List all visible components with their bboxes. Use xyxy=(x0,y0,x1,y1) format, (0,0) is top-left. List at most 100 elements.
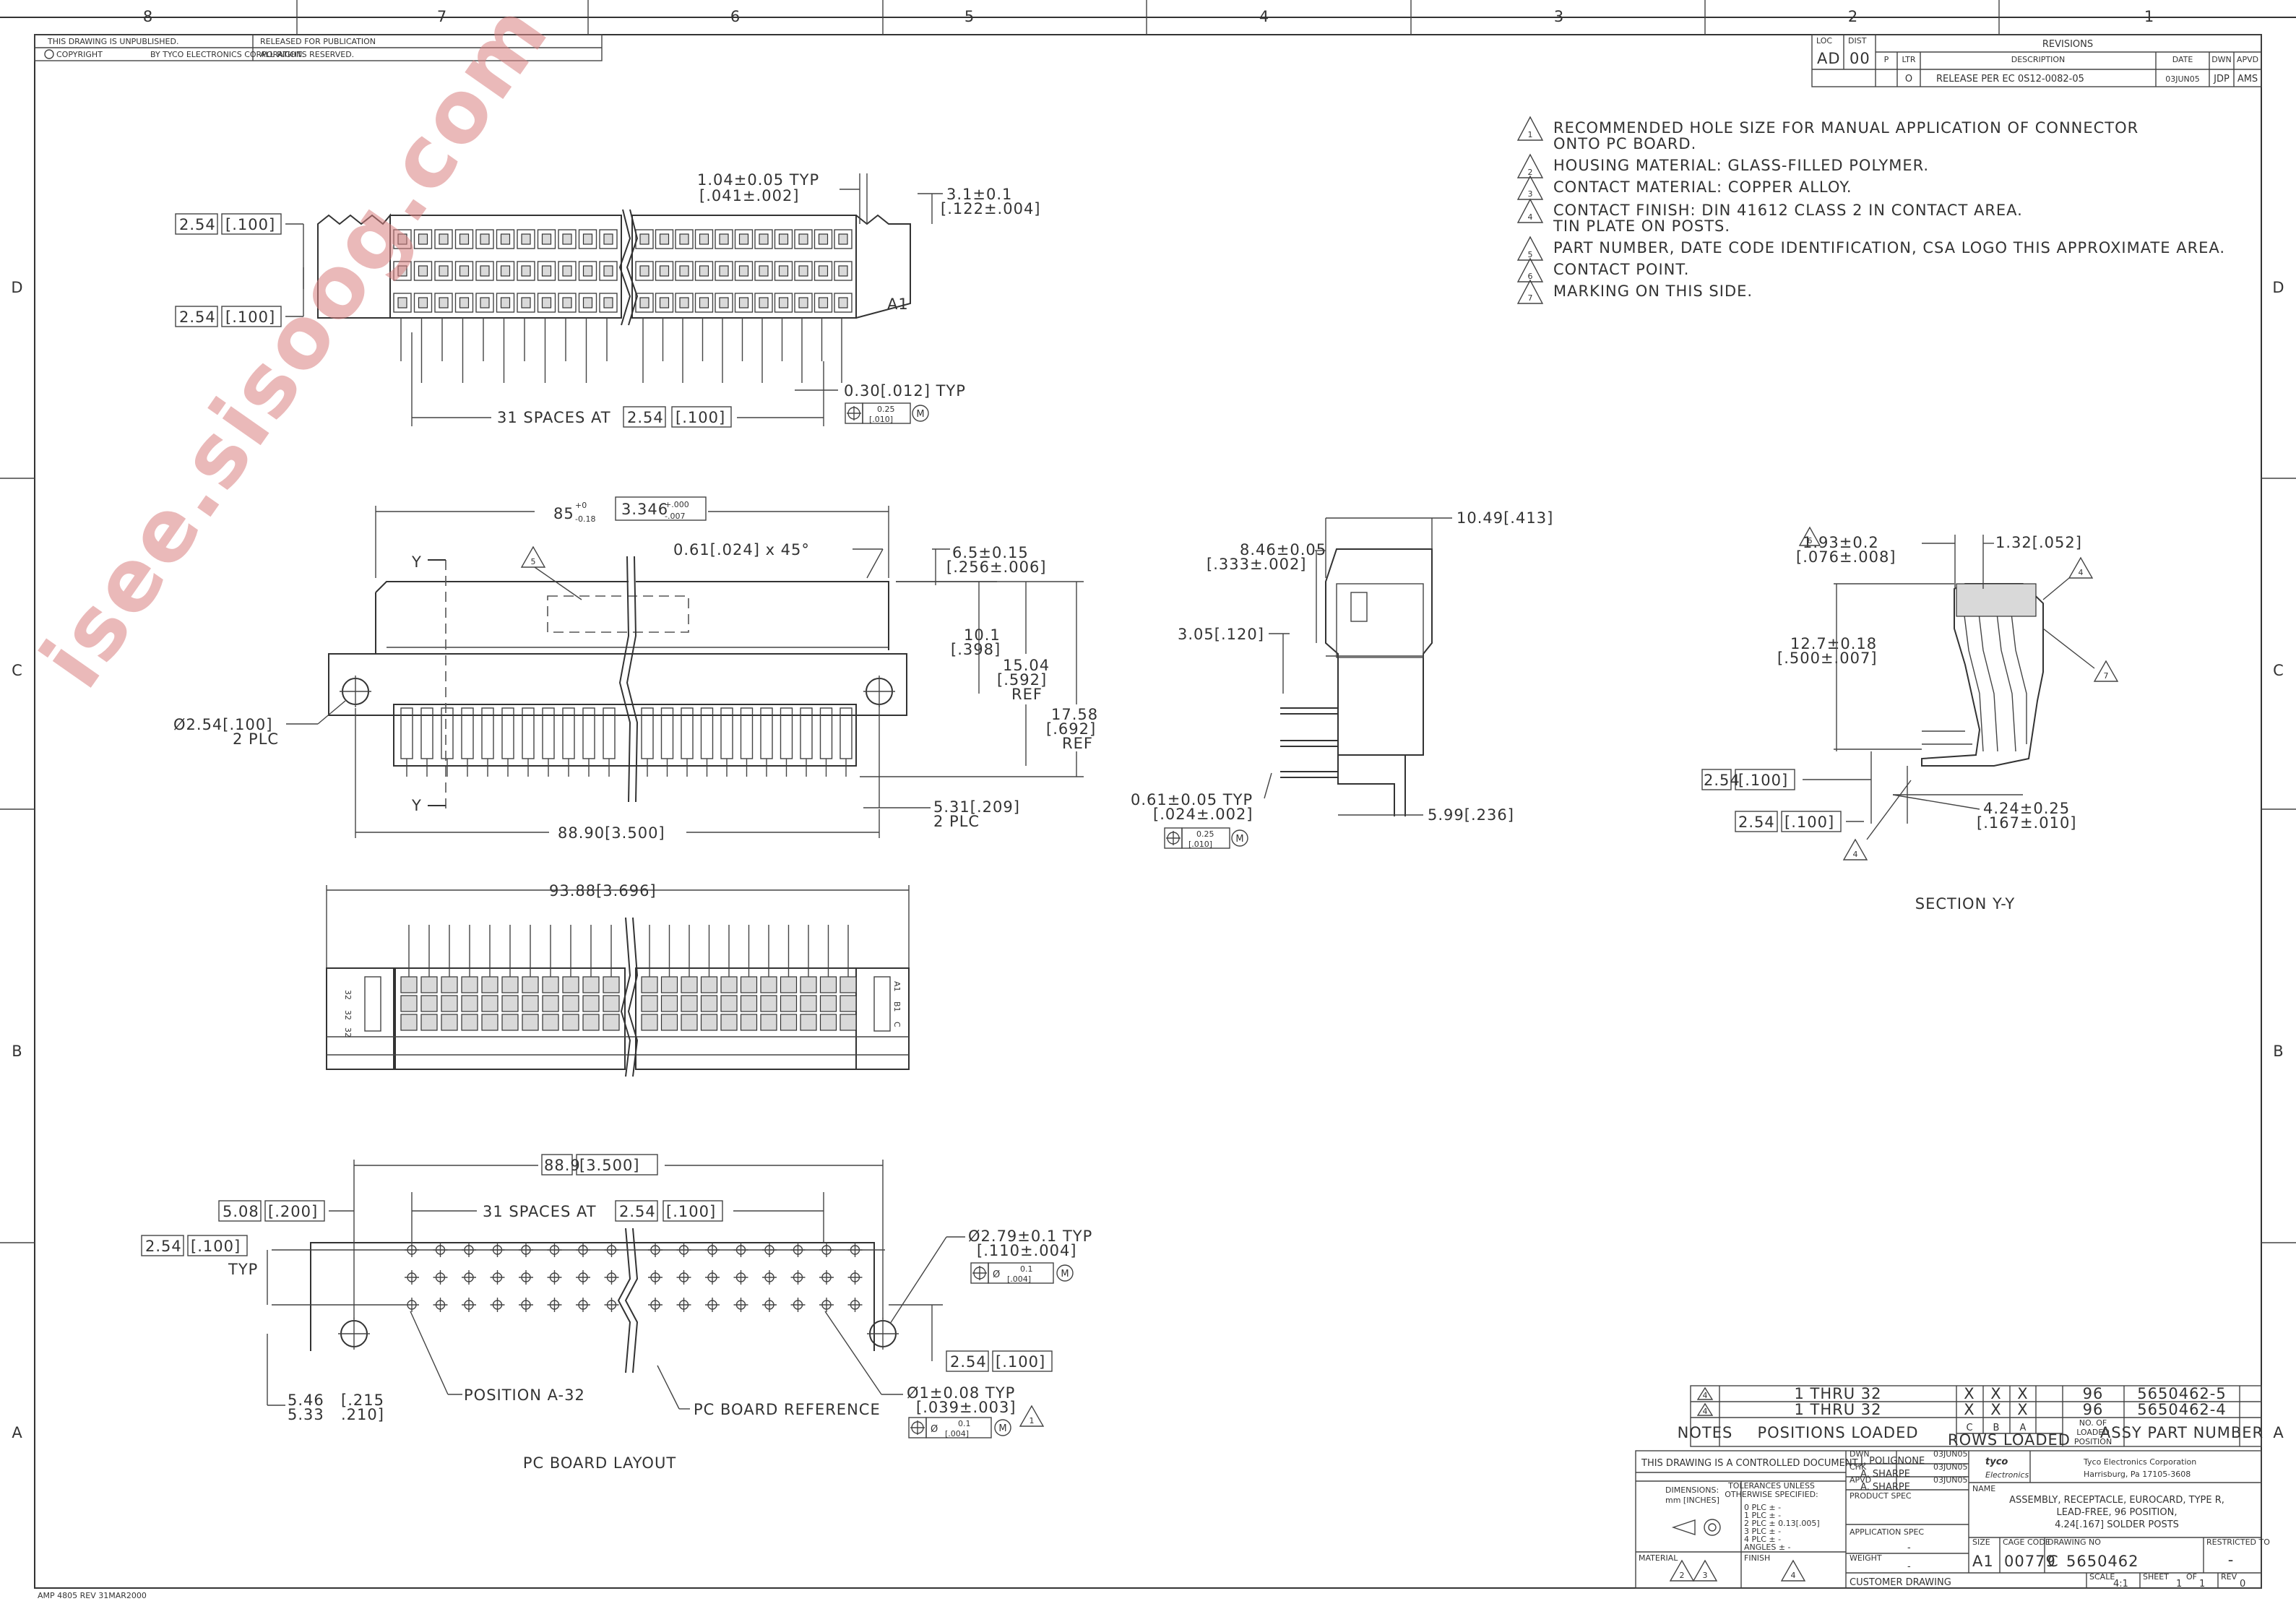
pcb-w889: 88.9 xyxy=(544,1157,581,1174)
tb-sheets: 1 xyxy=(2199,1579,2205,1589)
bottom-contact xyxy=(441,976,458,993)
contact-cell-core xyxy=(659,233,670,245)
note-text: ONTO PC BOARD. xyxy=(1553,135,1696,152)
front-h101: 10.1 xyxy=(964,626,1001,644)
contact-cell xyxy=(734,229,754,249)
contact-cell xyxy=(558,293,577,313)
bottom-contact xyxy=(461,995,478,1012)
svg-text:1 THRU 32: 1 THRU 32 xyxy=(1794,1385,1881,1402)
contact-cell-core xyxy=(818,297,829,309)
contact-cell xyxy=(475,229,494,249)
contact-cell xyxy=(834,261,853,281)
bottom-contact xyxy=(700,976,718,993)
contact-cell xyxy=(413,229,433,249)
pcb-p254b: 2.54 xyxy=(950,1353,987,1371)
tb-rev-label: REV xyxy=(2221,1572,2237,1582)
row-label-32c: 32 xyxy=(343,1027,353,1038)
side-mod: M xyxy=(1235,834,1243,845)
row-label-32a: 32 xyxy=(343,990,353,1000)
svg-text:4: 4 xyxy=(2079,568,2084,577)
y-section-marker-top: Y xyxy=(411,553,422,571)
pcb-tol-a: 0.1 xyxy=(1020,1264,1033,1274)
zone-label-side: C xyxy=(2273,662,2284,679)
bottom-contact xyxy=(840,976,857,993)
note4-finish-flag-icon xyxy=(1780,1559,1806,1582)
pcb-w889-in: [3.500] xyxy=(579,1157,640,1174)
bottom-contact xyxy=(800,976,817,993)
tb-tol-title2: OTHERWISE SPECIFIED: xyxy=(1725,1490,1818,1499)
bottom-contact xyxy=(562,976,579,993)
top-view: A1 2.54 [.100] 2.54 [.100] 1.04±0.05 TYP… xyxy=(175,171,1040,428)
parts-row: 4 1 THRU 32 X X X 96 5650462-5 xyxy=(1696,1385,2226,1402)
zone-label-top: 1 xyxy=(2144,8,2154,25)
contact-cell-core xyxy=(521,233,531,245)
tb-finish: FINISH xyxy=(1744,1553,1770,1563)
bottom-contact xyxy=(740,976,758,993)
svg-text:1 THRU 32: 1 THRU 32 xyxy=(1794,1401,1881,1418)
contact-cell xyxy=(537,293,556,313)
note-flag-icon xyxy=(1516,116,1544,141)
tb-name3: 4.24[.167] SOLDER POSTS xyxy=(2055,1519,2179,1530)
svg-text:X: X xyxy=(2017,1401,2028,1418)
row-label-b1: B1 xyxy=(892,1001,902,1012)
note-flag-icon xyxy=(1516,153,1544,178)
zone-label-top: 5 xyxy=(964,8,975,25)
contact-cell-core xyxy=(582,265,593,277)
sec-d127-in: [.500±.007] xyxy=(1777,650,1878,667)
side-tol1: 0.25 xyxy=(1196,829,1214,839)
parts-h-notes: NOTES xyxy=(1678,1424,1733,1441)
contact-cell xyxy=(496,229,515,249)
bottom-contact xyxy=(501,1014,519,1031)
rev-col-date: DATE xyxy=(2172,55,2193,64)
bottom-contact xyxy=(461,976,478,993)
top-tol1: 0.25 xyxy=(877,405,895,414)
rev-col-p: P xyxy=(1884,55,1889,64)
contact-cell xyxy=(537,261,556,281)
contact-cell-core xyxy=(778,297,789,309)
tb-dimensions: DIMENSIONS: xyxy=(1665,1485,1719,1495)
bottom-contact xyxy=(603,976,620,993)
contact-cell xyxy=(413,261,433,281)
note5-flag-icon xyxy=(520,545,546,568)
bottom-contact xyxy=(522,1014,539,1031)
contact-cell-core xyxy=(838,233,848,245)
zone-label-top: 7 xyxy=(437,8,447,25)
contact-cell-core xyxy=(699,265,709,277)
parts-row: 4 1 THRU 32 X X X 96 5650462-4 xyxy=(1696,1401,2226,1418)
bottom-contact xyxy=(481,1014,499,1031)
tb-restricted-val: - xyxy=(2228,1551,2235,1569)
tb-name-label: NAME xyxy=(1972,1484,1995,1493)
front-h101-in: [.398] xyxy=(951,641,1001,658)
front-width-in-dn: -.007 xyxy=(665,512,685,521)
tb-application-spec: APPLICATION SPEC xyxy=(1850,1527,1924,1537)
tb-weight: WEIGHT xyxy=(1850,1553,1882,1563)
tb-sheet-label: SHEET xyxy=(2143,1572,2169,1582)
side-d305: 3.05[.120] xyxy=(1178,626,1264,643)
bottom-contact xyxy=(420,995,438,1012)
contact-cell-core xyxy=(418,233,428,245)
bottom-contact xyxy=(760,1014,777,1031)
contact-cell xyxy=(715,293,733,313)
pcb-typ: TYP xyxy=(228,1261,258,1278)
contact-cell xyxy=(454,261,474,281)
contact-cell xyxy=(694,229,714,249)
tb-dwn-label: DWN xyxy=(1850,1449,1870,1459)
contact-cell xyxy=(393,261,412,281)
footer-form-number: AMP 4805 REV 31MAR2000 xyxy=(38,1591,147,1600)
header-copyright: COPYRIGHT xyxy=(56,50,103,59)
contact-cell xyxy=(475,261,494,281)
bottom-contact xyxy=(501,995,519,1012)
zone-label-side: D xyxy=(2272,279,2284,296)
parts-table: 4 1 THRU 32 X X X 96 5650462-5 4 1 THRU … xyxy=(1678,1385,2263,1449)
tb-apvd: A. SHARPE xyxy=(1860,1482,1910,1493)
contact-cell xyxy=(635,261,654,281)
projection-symbol-icon xyxy=(1671,1519,1696,1535)
tb-city: Harrisburg, Pa 17105-3608 xyxy=(2084,1470,2191,1479)
svg-text:96: 96 xyxy=(2083,1385,2104,1402)
contact-cell-core xyxy=(759,265,769,277)
pcb-tol-a2: 0.1 xyxy=(958,1419,971,1428)
contact-cell-core xyxy=(521,265,531,277)
svg-text:1: 1 xyxy=(1030,1416,1035,1425)
pcb-spaces: 31 SPACES AT xyxy=(483,1203,597,1220)
front-width: 85 xyxy=(553,505,574,522)
